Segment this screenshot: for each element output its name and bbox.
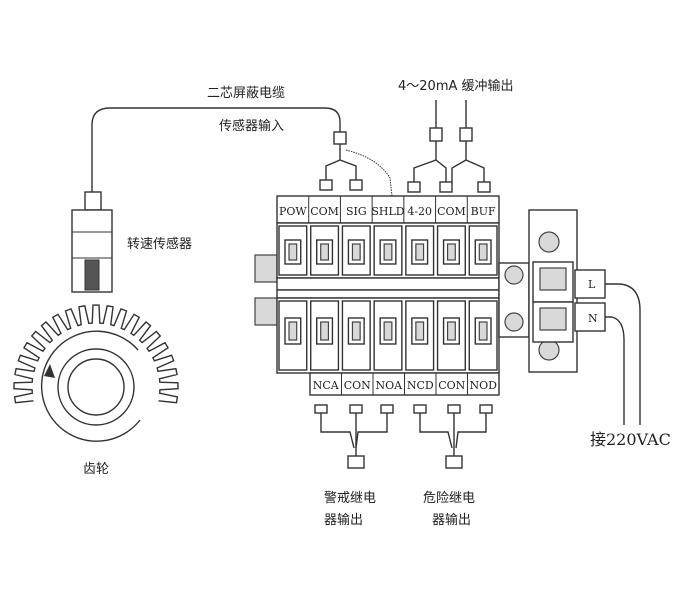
bottom-terminal-label: NOA bbox=[375, 379, 403, 392]
bottom-terminal-screw bbox=[436, 300, 466, 371]
gear bbox=[13, 304, 179, 442]
bottom-terminal-screw bbox=[468, 300, 498, 371]
bottom-terminal-screw bbox=[278, 300, 308, 371]
speed-sensor-label: 转速传感器 bbox=[127, 236, 192, 252]
top-terminal-screw bbox=[373, 225, 403, 276]
top-terminal-screw bbox=[310, 225, 340, 276]
alarm-relay-wires bbox=[314, 404, 394, 469]
danger-relay-label-line2: 器输出 bbox=[432, 512, 471, 528]
top-terminal-screw bbox=[341, 225, 371, 276]
top-terminal-screw bbox=[468, 225, 498, 276]
bottom-terminal-label: CON bbox=[344, 379, 371, 392]
danger-relay-label-line1: 危险继电 bbox=[423, 491, 475, 506]
bottom-terminal-screw bbox=[310, 300, 340, 371]
power-N-label: N bbox=[588, 312, 598, 325]
top-terminal-screw bbox=[278, 225, 308, 276]
power-wires bbox=[605, 283, 641, 425]
output-4-20-label: 4～20mA 缓冲输出 bbox=[398, 78, 514, 94]
power-input-label: 接220VAC bbox=[590, 430, 671, 449]
bottom-terminal-label: CON bbox=[438, 379, 465, 392]
sensor-cable bbox=[91, 107, 393, 197]
alarm-relay-label-line2: 器输出 bbox=[324, 512, 363, 528]
top-terminal-label: SIG bbox=[346, 205, 367, 218]
top-terminal-label: COM bbox=[310, 205, 339, 218]
power-L-label: L bbox=[588, 278, 596, 291]
top-terminal-screw bbox=[405, 225, 435, 276]
bottom-terminal-label: NCD bbox=[407, 379, 434, 392]
bottom-terminal-label: NCA bbox=[313, 379, 340, 392]
cable-label-line2: 传感器输入 bbox=[219, 118, 284, 134]
bottom-terminal-screw bbox=[405, 300, 435, 371]
bottom-terminal-screw bbox=[341, 300, 371, 371]
top-terminal-label: BUF bbox=[471, 205, 496, 218]
cable-label-line1: 二芯屏蔽电缆 bbox=[207, 85, 285, 101]
top-terminal-label: 4-20 bbox=[407, 205, 432, 218]
bottom-terminal-screw bbox=[373, 300, 403, 371]
output-4-20-wires bbox=[407, 100, 491, 193]
top-terminal-label: POW bbox=[279, 205, 307, 218]
gear-label: 齿轮 bbox=[83, 462, 109, 477]
bottom-terminal-label: NOD bbox=[470, 379, 498, 392]
danger-relay-wires bbox=[413, 404, 493, 469]
top-terminal-label: SHLD bbox=[371, 205, 404, 218]
speed-sensor bbox=[71, 191, 113, 293]
top-terminal-label: COM bbox=[437, 205, 466, 218]
alarm-relay-label-line1: 警戒继电 bbox=[324, 490, 376, 506]
top-terminal-screw bbox=[436, 225, 466, 276]
